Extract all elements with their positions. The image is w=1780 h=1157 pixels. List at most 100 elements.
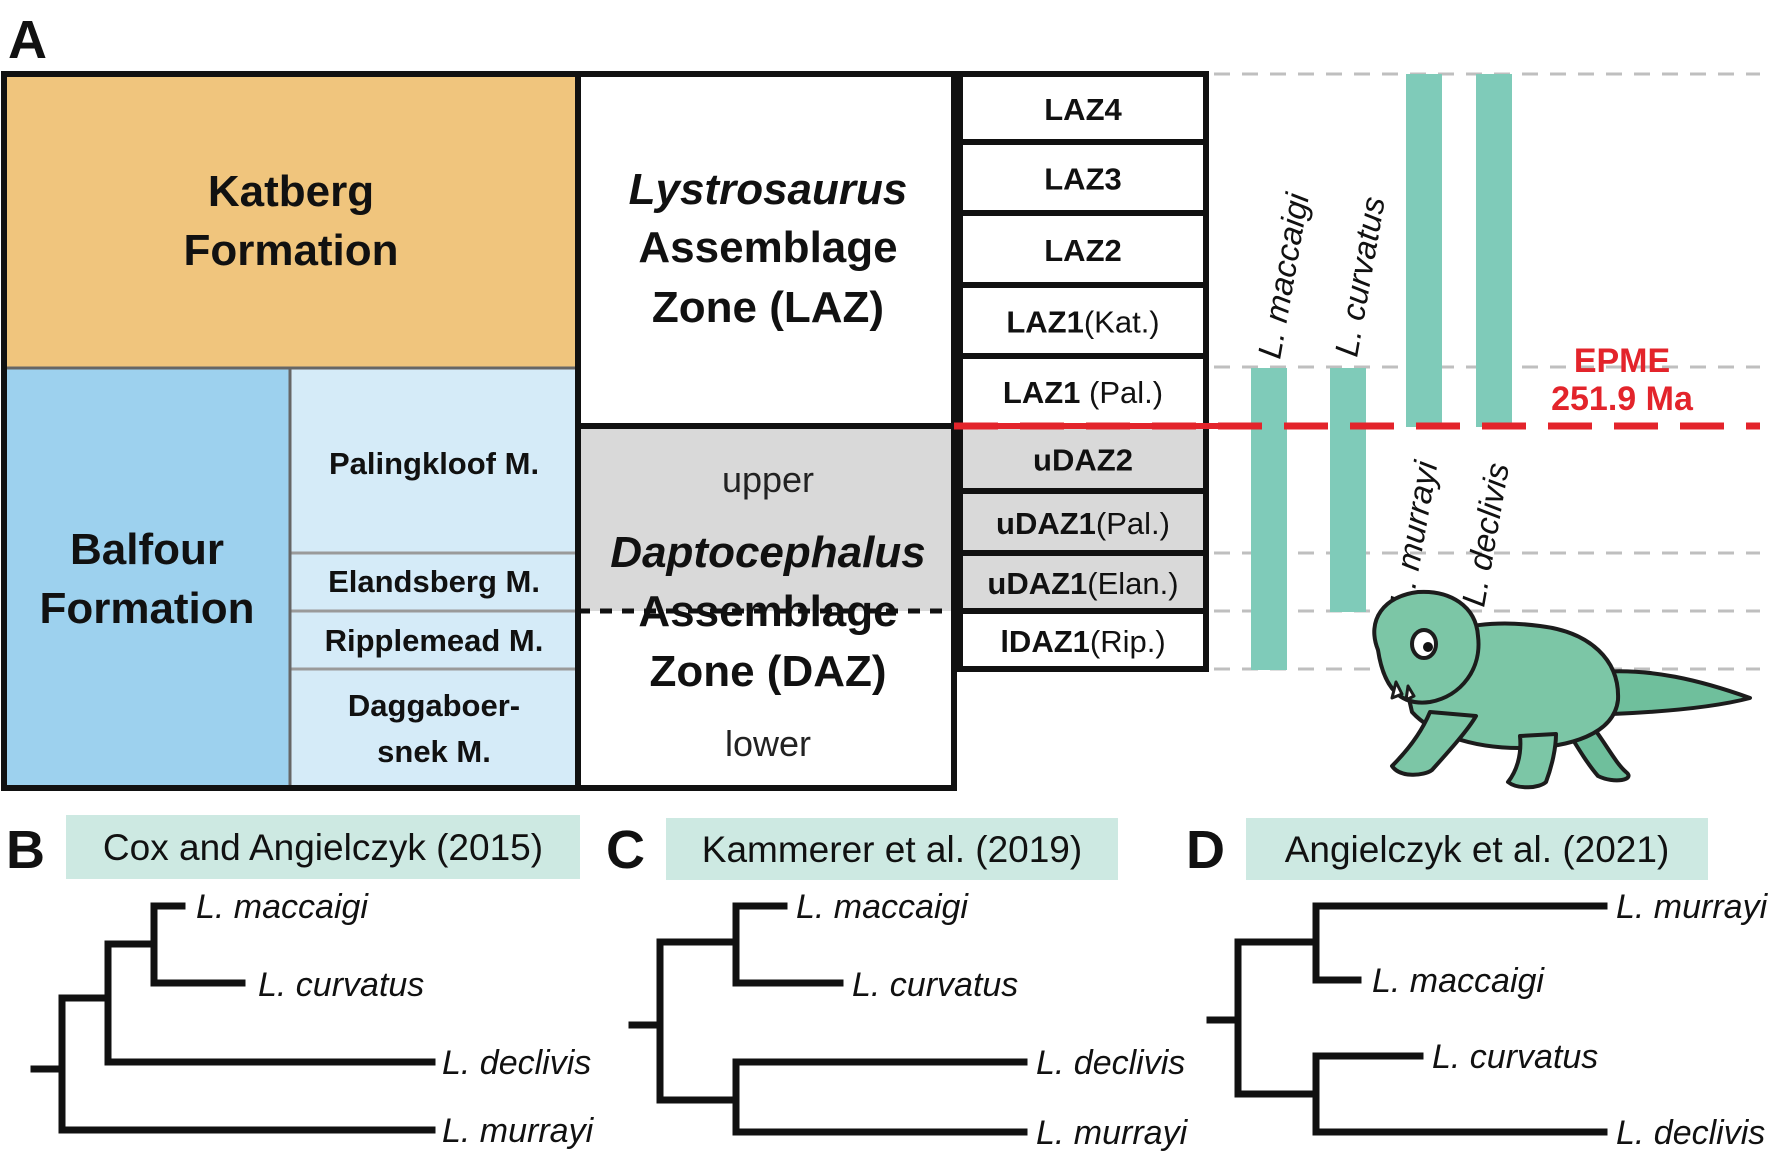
subzone-box-laz1-pal xyxy=(957,353,1209,429)
daggaboersnek-member-label-line2: snek M. xyxy=(377,734,491,769)
tree-c-tip: L. maccaigi xyxy=(796,888,969,926)
tree-d-tip: L. curvatus xyxy=(1432,1038,1598,1076)
range-bar-declivis xyxy=(1476,74,1512,427)
panel-label-b: B xyxy=(6,820,45,880)
daggaboersnek-member-label-line1: Daggaboer- xyxy=(348,688,520,723)
lystrosaurus-pupil xyxy=(1423,642,1433,652)
balfour-label-line2: Formation xyxy=(39,584,254,633)
range-label-murrayi: L. murrayi xyxy=(1382,457,1444,610)
subzone-member-abbrev: (Elan.) xyxy=(1087,566,1178,601)
subzone-code: LAZ3 xyxy=(1044,162,1122,197)
subzone-code: LAZ1 xyxy=(1006,305,1084,340)
panel-label-a: A xyxy=(8,10,47,70)
lystrosaurus-tail xyxy=(1598,669,1752,716)
subzone-label-laz1-kat: LAZ1(Kat.) xyxy=(1006,305,1159,340)
citation-box-c xyxy=(666,818,1118,880)
subzone-code: LAZ2 xyxy=(1044,233,1122,268)
subzone-box-laz4 xyxy=(957,71,1209,145)
laz-label-line2: Assemblage xyxy=(638,223,897,272)
tree-b-tip: L. maccaigi xyxy=(196,888,369,926)
panel-d: Angielczyk et al. (2021) L. murrayi L. m… xyxy=(1206,818,1769,1152)
daz-label-line2: Assemblage xyxy=(638,587,897,636)
subzone-guides xyxy=(1214,72,1760,671)
range-bar-curvatus xyxy=(1330,368,1366,612)
subzone-box-ldaz1-rip xyxy=(957,608,1209,672)
daz-lower-label: lower xyxy=(725,723,811,764)
lystrosaurus-tusk xyxy=(1390,680,1404,700)
subzone-label-udaz2: uDAZ2 xyxy=(1033,443,1133,478)
lystrosaurus-illustration xyxy=(1372,589,1752,790)
subzone-code: LAZ4 xyxy=(1044,92,1122,127)
tree-b-tip: L. declivis xyxy=(442,1044,591,1082)
subzone-member-abbrev: (Pal.) xyxy=(1080,375,1163,410)
katberg-label-line2: Formation xyxy=(183,226,398,275)
daz-upper-cell xyxy=(578,426,954,611)
range-bar-murrayi xyxy=(1406,74,1442,427)
laz-label-line3: Zone (LAZ) xyxy=(652,283,884,332)
subzone-label-ldaz1-rip: lDAZ1(Rip.) xyxy=(1000,624,1165,659)
subzone-box-laz3 xyxy=(957,139,1209,216)
subzone-member-abbrev: (Rip.) xyxy=(1090,624,1166,659)
palingkloof-member-label: Palingkloof M. xyxy=(329,446,539,481)
tree-c-branches xyxy=(628,902,1028,1136)
stratigraphic-ranges: L. maccaigi L. curvatus L. murrayi L. de… xyxy=(1250,74,1516,670)
subzone-box-laz2 xyxy=(957,210,1209,288)
subzone-code: uDAZ1 xyxy=(996,506,1096,541)
subzone-member-abbrev: (Kat.) xyxy=(1084,305,1160,340)
laz-label-line1: Lystrosaurus xyxy=(629,165,908,214)
range-label-curvatus: L. curvatus xyxy=(1327,194,1391,359)
daz-label-line1: Daptocephalus xyxy=(610,528,925,577)
subzone-label-laz2: LAZ2 xyxy=(1044,233,1122,268)
daz-label-line3: Zone (DAZ) xyxy=(649,647,886,696)
stratigraphic-column: Katberg Formation Balfour Formation Pali… xyxy=(1,71,957,791)
subzone-code: LAZ1 xyxy=(1003,375,1081,410)
daz-upper-label: upper xyxy=(722,459,814,500)
subzone-label-laz4: LAZ4 xyxy=(1044,92,1122,127)
assemblage-block-border xyxy=(575,71,957,791)
lystrosaurus-tusk xyxy=(1404,684,1416,702)
subzone-box-udaz1-pal xyxy=(957,488,1209,556)
epme-label-line1: EPME xyxy=(1574,342,1670,380)
tree-d-tip: L. murrayi xyxy=(1616,888,1769,926)
subzone-code: uDAZ2 xyxy=(1033,443,1133,478)
tree-d-tip: L. declivis xyxy=(1616,1114,1765,1152)
tree-d-tip: L. maccaigi xyxy=(1372,962,1545,1000)
tree-c-tip: L. murrayi xyxy=(1036,1114,1189,1152)
balfour-label-line1: Balfour xyxy=(70,525,224,574)
subzone-box-laz1-kat xyxy=(957,282,1209,359)
panel-b: Cox and Angielczyk (2015) L. maccaigi L.… xyxy=(30,815,595,1150)
subzone-member-abbrev: (Pal.) xyxy=(1096,506,1170,541)
katberg-label-line1: Katberg xyxy=(208,167,374,216)
epme-boundary: EPME 251.9 Ma xyxy=(954,342,1760,430)
citation-box-b xyxy=(66,815,580,879)
tree-b-tip: L. curvatus xyxy=(258,966,424,1004)
tree-c-tip: L. curvatus xyxy=(852,966,1018,1004)
subzone-label-laz1-pal: LAZ1 (Pal.) xyxy=(1003,375,1163,410)
subzone-label-udaz1-pal: uDAZ1(Pal.) xyxy=(996,506,1170,541)
subzone-label-udaz1-elan: uDAZ1(Elan.) xyxy=(987,566,1178,601)
range-bar-maccaigi xyxy=(1251,368,1287,670)
panel-c: Kammerer et al. (2019) L. maccaigi L. cu… xyxy=(628,818,1189,1152)
panel-label-d: D xyxy=(1186,820,1225,880)
lystrosaurus-front-leg xyxy=(1390,710,1478,777)
citation-box-d xyxy=(1246,818,1708,880)
tree-b-tip: L. murrayi xyxy=(442,1112,595,1150)
citation-text-d: Angielczyk et al. (2021) xyxy=(1285,829,1670,870)
subzone-code: uDAZ1 xyxy=(987,566,1087,601)
elandsberg-member-label: Elandsberg M. xyxy=(328,564,540,599)
subzone-box-udaz1-elan xyxy=(957,550,1209,614)
balfour-formation-cell xyxy=(4,368,290,788)
citation-text-c: Kammerer et al. (2019) xyxy=(702,829,1082,870)
subzone-box-udaz2 xyxy=(957,423,1209,494)
citation-text-b: Cox and Angielczyk (2015) xyxy=(103,827,543,868)
katberg-formation-cell xyxy=(4,74,578,368)
laz-cell xyxy=(578,74,954,426)
range-label-maccaigi: L. maccaigi xyxy=(1250,189,1316,361)
panel-label-c: C xyxy=(606,820,645,880)
epme-label-line2: 251.9 Ma xyxy=(1551,380,1694,418)
tree-d-branches xyxy=(1206,902,1608,1136)
lystrosaurus-front-leg-far xyxy=(1506,732,1558,790)
tree-c-tip: L. declivis xyxy=(1036,1044,1185,1082)
range-label-declivis: L. declivis xyxy=(1454,460,1516,609)
